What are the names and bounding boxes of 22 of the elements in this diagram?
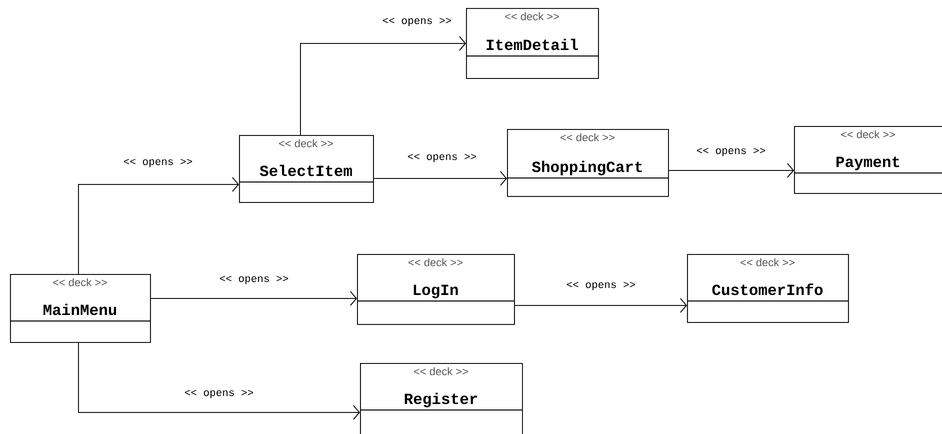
arrow: [514, 298, 687, 313]
deck-box: << deck >> Register: [360, 363, 523, 434]
deck-box: << deck >> Payment: [794, 126, 942, 194]
deck-box: << deck >> LogIn: [356, 254, 515, 325]
edge-label: << opens >>: [565, 280, 637, 292]
edge-label: << opens >>: [695, 146, 767, 158]
arrow: [300, 36, 466, 136]
deck-box: << deck >> CustomerInfo: [686, 254, 849, 323]
deck-box: << deck >> ShoppingCart: [506, 129, 669, 197]
deck-box: << deck >> ItemDetail: [466, 8, 599, 79]
edge-label: << opens >>: [183, 388, 255, 400]
deck-box: << deck >> SelectItem: [238, 135, 374, 203]
edge-label: << opens >>: [218, 274, 290, 286]
edge-label: << opens >>: [122, 158, 194, 168]
arrow: [78, 177, 239, 274]
arrow: [373, 171, 507, 186]
edge-label: << opens >>: [406, 152, 478, 164]
edge-label: << opens >>: [381, 16, 453, 28]
deck-box: << deck >> MainMenu: [10, 274, 151, 343]
arrow: [668, 163, 794, 178]
arrow: [150, 291, 357, 306]
arrow: [78, 342, 360, 420]
